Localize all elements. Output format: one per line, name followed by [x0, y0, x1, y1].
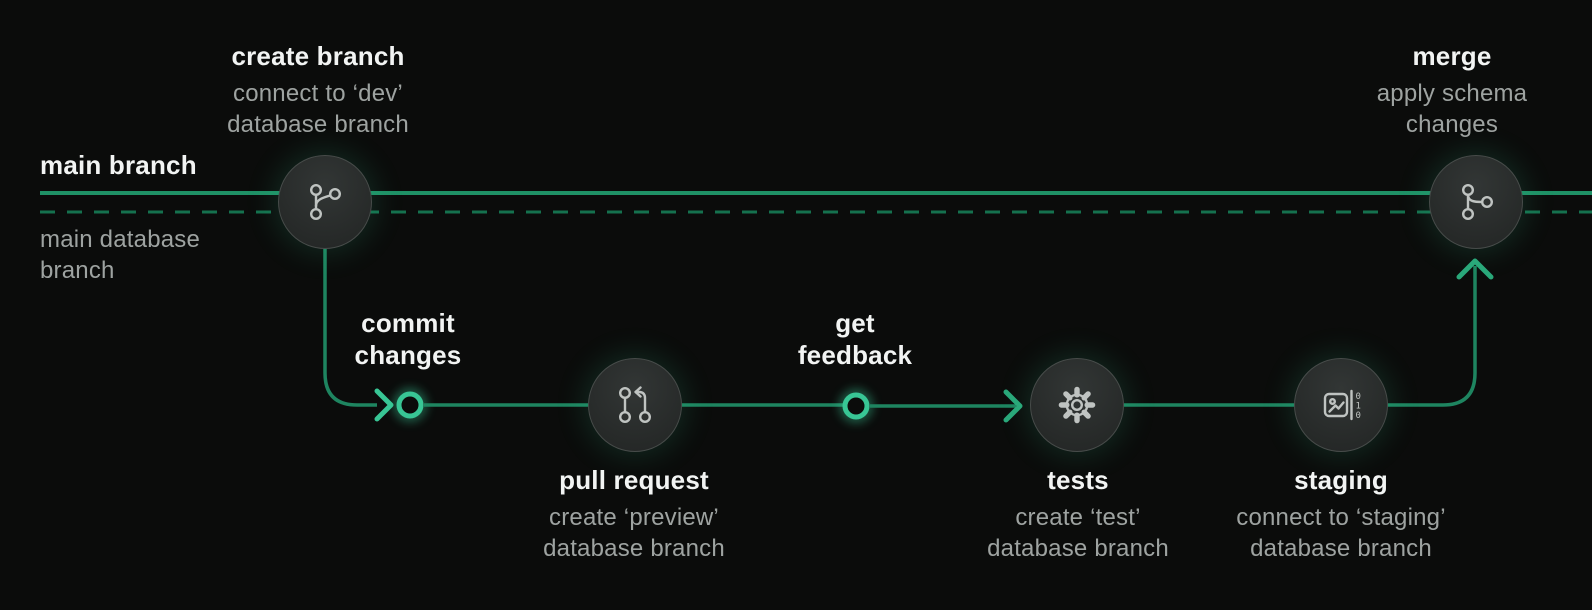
create-branch-node [278, 155, 372, 249]
tests-node [1030, 358, 1124, 452]
step-title: get feedback [797, 308, 913, 370]
lane-subtitle: main database branch [40, 226, 201, 284]
step-subtitle: connect to ‘dev’ database branch [227, 80, 409, 138]
arrow-up-icon [1456, 258, 1494, 280]
step-title: pull request [559, 465, 709, 495]
svg-text:0: 0 [1356, 411, 1361, 421]
arrow-right-icon [1003, 389, 1023, 423]
pull-request-node [588, 358, 682, 452]
schema-diff-icon: 0 1 0 [1323, 389, 1361, 421]
step-label-merge: merge apply schema changes [1342, 40, 1562, 140]
branch-ascent-line [1388, 266, 1477, 407]
step-label-commit-changes: commit changes [348, 307, 468, 371]
feedback-ring [842, 392, 870, 420]
step-label-pull-request: pull request create ‘preview’ database b… [504, 464, 764, 564]
step-title: staging [1294, 465, 1388, 495]
gear-icon [1058, 386, 1096, 424]
svg-text:1: 1 [1356, 402, 1361, 412]
step-title: merge [1412, 41, 1492, 71]
step-subtitle: create ‘test’ database branch [987, 504, 1169, 562]
arrow-right-icon [374, 388, 394, 422]
step-label-create-branch: create branch connect to ‘dev’ database … [188, 40, 448, 140]
step-subtitle: connect to ‘staging’ database branch [1236, 504, 1446, 562]
step-label-tests: tests create ‘test’ database branch [958, 464, 1198, 564]
lane-label-main-database-branch: main database branch [40, 224, 245, 286]
step-label-staging: staging connect to ‘staging’ database br… [1211, 464, 1471, 564]
lane-title: main branch [40, 150, 197, 180]
step-title: commit changes [354, 308, 462, 370]
step-subtitle: apply schema changes [1376, 80, 1528, 138]
step-title: create branch [231, 41, 405, 71]
commit-ring [396, 391, 424, 419]
step-label-get-feedback: get feedback [792, 307, 918, 371]
step-title: tests [1047, 465, 1109, 495]
step-subtitle: create ‘preview’ database branch [543, 504, 725, 562]
git-merge-icon [1461, 183, 1494, 221]
svg-text:0: 0 [1356, 392, 1361, 402]
git-pull-request-icon [618, 386, 652, 424]
staging-node: 0 1 0 [1294, 358, 1388, 452]
git-branch-icon [309, 183, 342, 221]
branch-descent-line [323, 249, 377, 407]
merge-node [1429, 155, 1523, 249]
lane-label-main-branch: main branch [40, 149, 197, 181]
